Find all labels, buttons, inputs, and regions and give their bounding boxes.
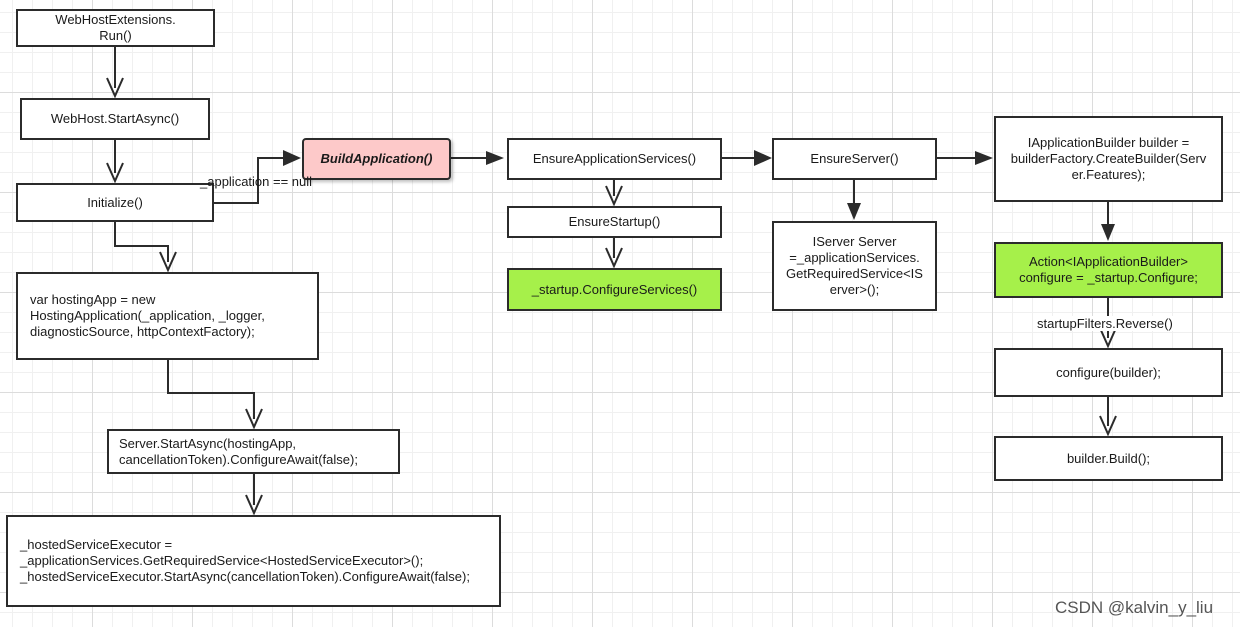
- arrowhead: [106, 162, 124, 184]
- node-hosted-service-executor: _hostedServiceExecutor = _applicationSer…: [6, 515, 501, 607]
- node-ensure-server: EnsureServer(): [772, 138, 937, 180]
- arrowhead: [486, 151, 504, 165]
- arrowhead: [754, 150, 772, 166]
- node-initialize: Initialize(): [16, 183, 214, 222]
- arrowhead: [1099, 415, 1117, 437]
- node-builder-build: builder.Build();: [994, 436, 1223, 481]
- arrowhead: [975, 151, 993, 165]
- arrowhead: [159, 251, 177, 273]
- arrowhead: [245, 408, 263, 430]
- arrowhead: [605, 185, 623, 207]
- edge-label-startup-filters: startupFilters.Reverse(): [1037, 316, 1173, 331]
- arrowhead: [283, 150, 301, 166]
- node-webhost-startasync: WebHost.StartAsync(): [20, 98, 210, 140]
- node-iserver: IServer Server =_applicationServices. Ge…: [772, 221, 937, 311]
- edge-initialize-to-buildapplication: [213, 157, 293, 204]
- node-configure-services: _startup.ConfigureServices(): [507, 268, 722, 311]
- node-server-startasync: Server.StartAsync(hostingApp, cancellati…: [107, 429, 400, 474]
- node-application-builder: IApplicationBuilder builder = builderFac…: [994, 116, 1223, 202]
- node-action-configure: Action<IApplicationBuilder> configure = …: [994, 242, 1223, 298]
- arrowhead: [106, 77, 124, 99]
- watermark: CSDN @kalvin_y_liu: [1055, 598, 1214, 617]
- arrowhead: [605, 247, 623, 269]
- node-configure-builder: configure(builder);: [994, 348, 1223, 397]
- node-build-application: BuildApplication(): [302, 138, 451, 180]
- node-hosting-application: var hostingApp = new HostingApplication(…: [16, 272, 319, 360]
- node-run: WebHostExtensions. Run(): [16, 9, 215, 47]
- node-ensure-application-services: EnsureApplicationServices(): [507, 138, 722, 180]
- arrowhead: [1101, 224, 1115, 241]
- edge-initialize-to-hostingapp: [114, 221, 169, 262]
- edge-hostingapp-to-serverstart: [167, 359, 255, 419]
- arrowhead: [1099, 327, 1117, 349]
- arrowhead: [245, 494, 263, 516]
- edge-label-application-null: _application == null: [200, 174, 313, 189]
- node-ensure-startup: EnsureStartup(): [507, 206, 722, 238]
- arrowhead: [847, 203, 861, 220]
